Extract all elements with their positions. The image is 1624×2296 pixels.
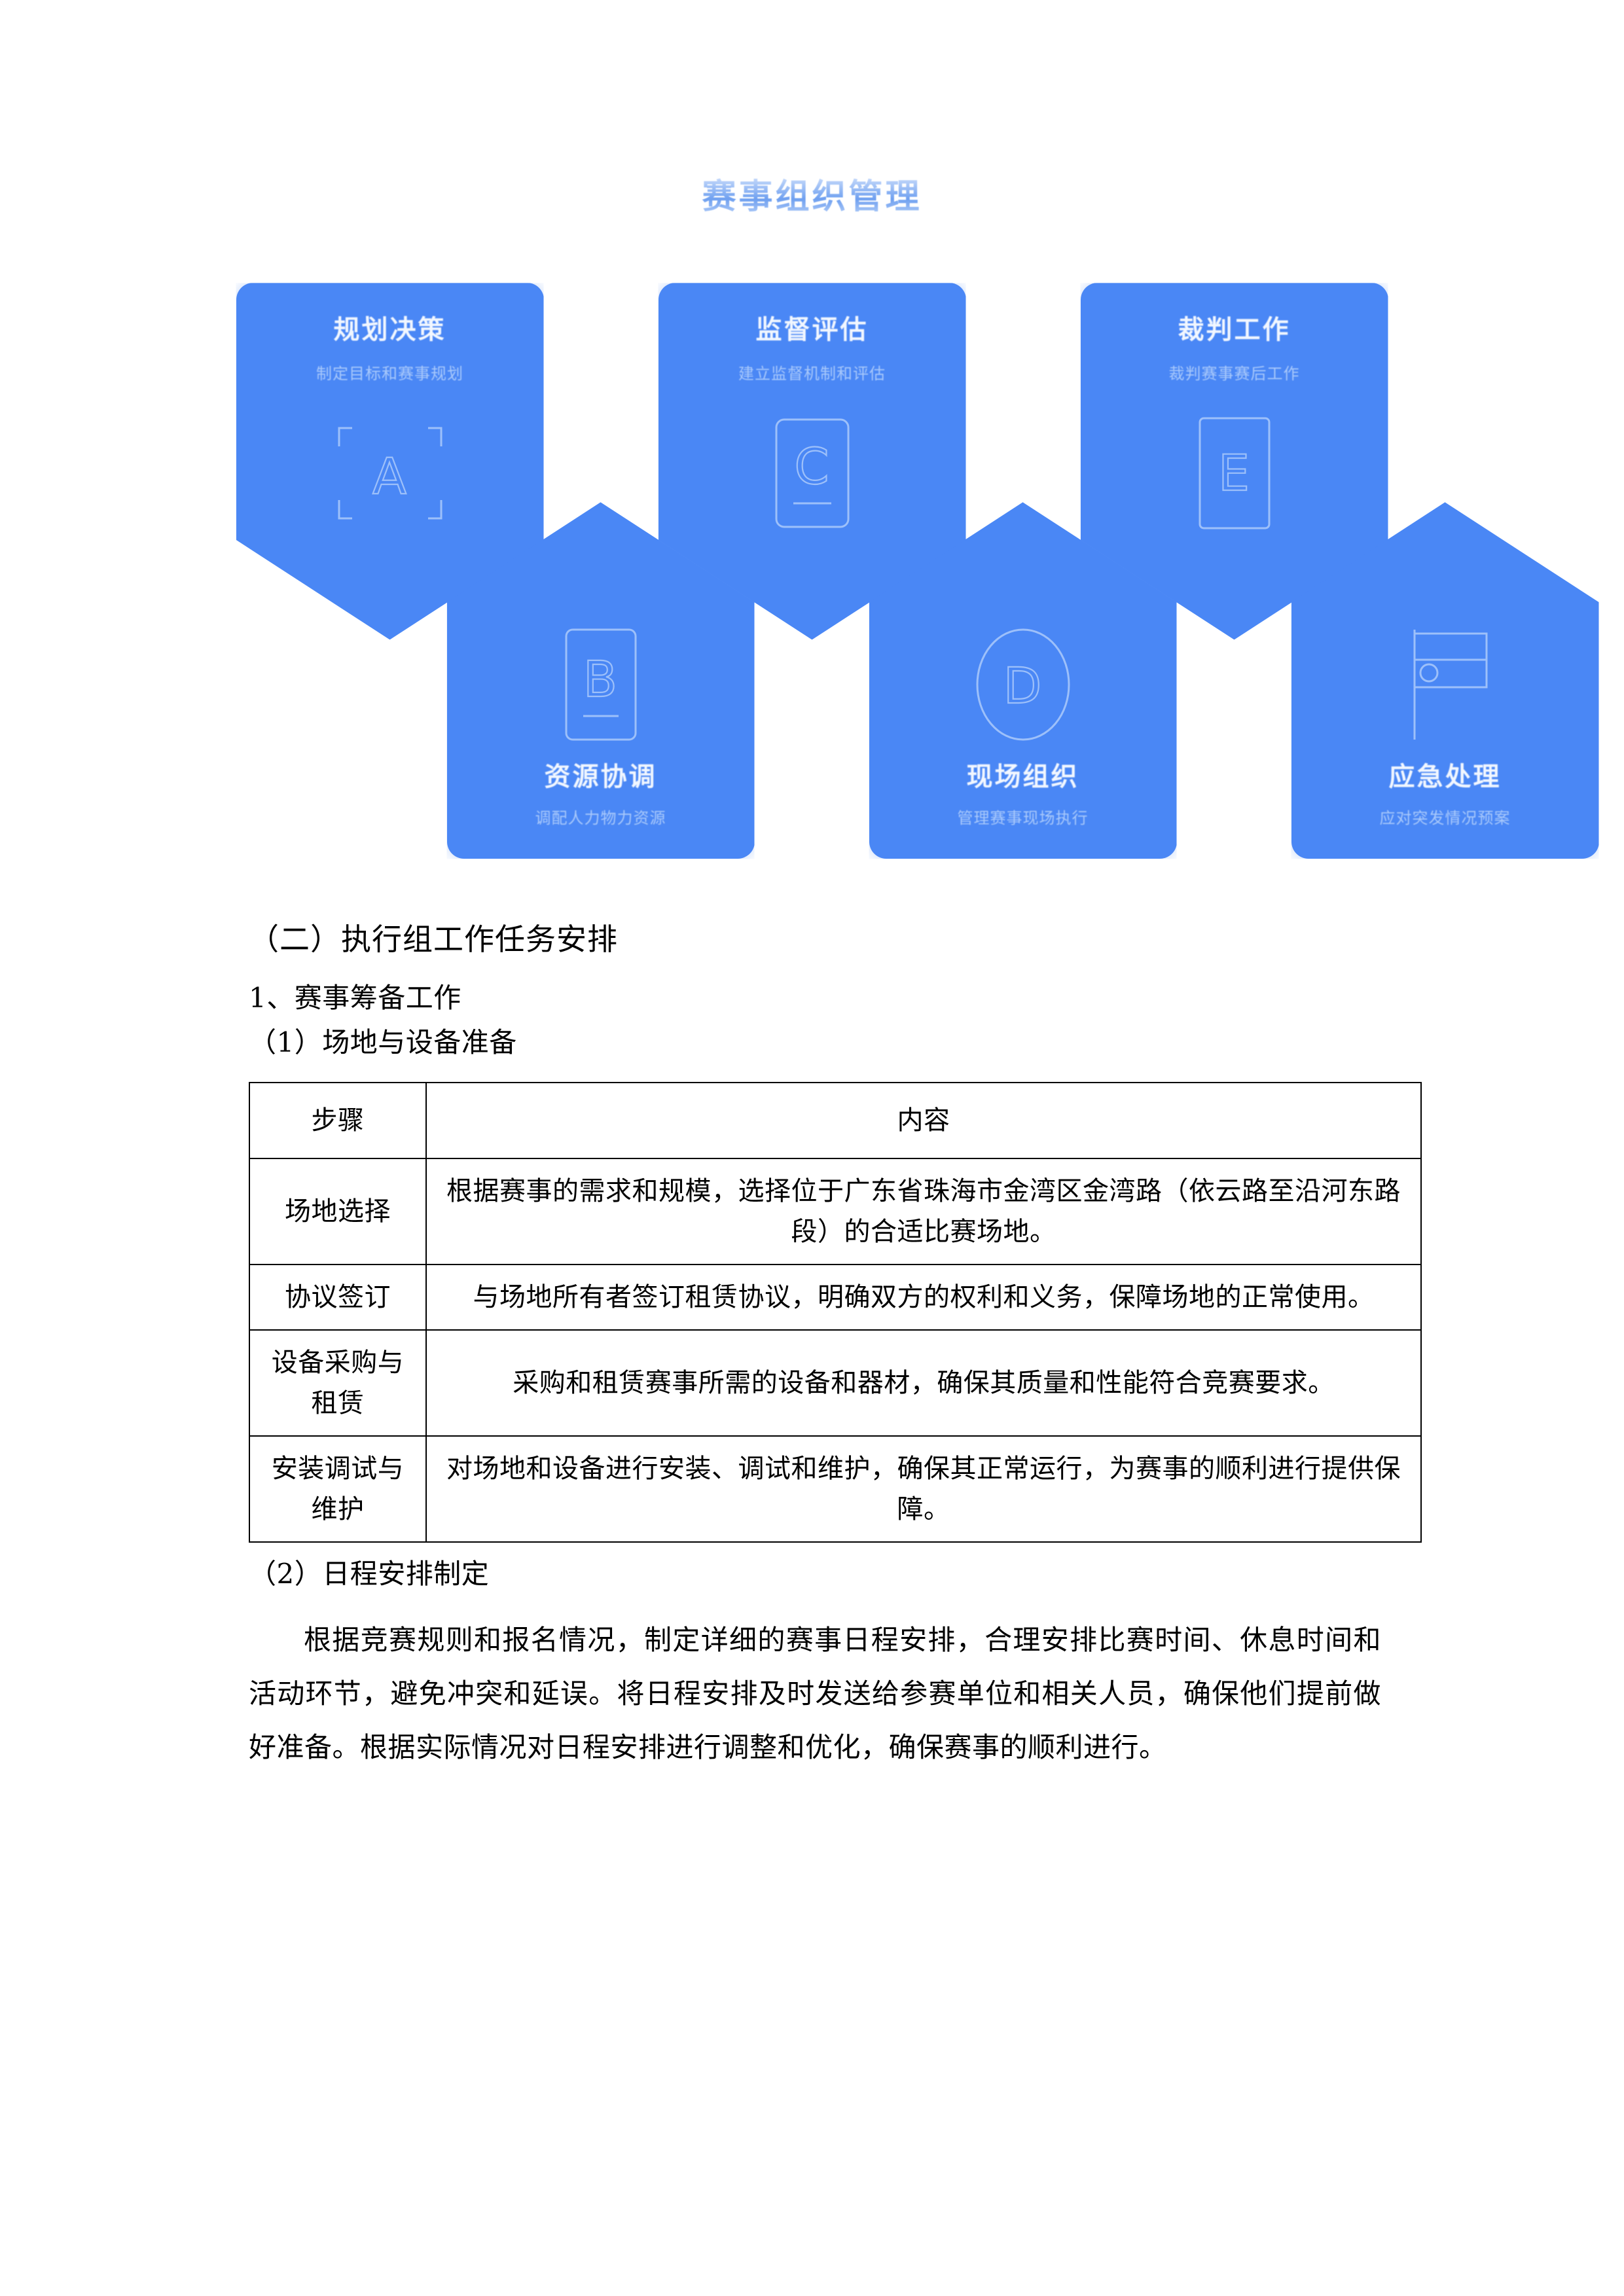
card-subtitle: 应对突发情况预案 <box>1379 809 1511 828</box>
table-header-step: 步骤 <box>249 1082 427 1160</box>
table-row: 场地选择 根据赛事的需求和规模，选择位于广东省珠海市金湾区金湾路（依云路至沿河东… <box>249 1158 1422 1266</box>
item-heading-2: （2）日程安排制定 <box>249 1558 490 1590</box>
card-title: 资源协调 <box>544 762 657 793</box>
svg-text:A: A <box>372 447 408 505</box>
schedule-paragraph: 根据竞赛规则和报名情况，制定详细的赛事日程安排，合理安排比赛时间、休息时间和活动… <box>249 1613 1381 1774</box>
circle-letter-icon: D <box>869 609 1177 760</box>
table-cell-content: 根据赛事的需求和规模，选择位于广东省珠海市金湾区金湾路（依云路至沿河东路段）的合… <box>425 1158 1422 1266</box>
document-body: （二）执行组工作任务安排 1、赛事筹备工作 （1）场地与设备准备 步骤 内容 场… <box>249 916 1422 1774</box>
card-title: 现场组织 <box>966 762 1079 793</box>
table-cell-step: 场地选择 <box>249 1158 427 1266</box>
table-cell-step: 设备采购与租赁 <box>249 1329 427 1437</box>
table-header-row: 步骤 内容 <box>249 1082 1422 1160</box>
card-title: 裁判工作 <box>1178 315 1291 346</box>
infographic-figure: 赛事组织管理 规划决策 制定目标和赛事规划 A 监督评估 <box>0 177 1624 859</box>
table-header-content: 内容 <box>425 1082 1422 1160</box>
item-heading-1: （1）场地与设备准备 <box>249 1026 517 1059</box>
table-cell-step: 安装调试与维护 <box>249 1435 427 1543</box>
rounded-rect-letter-icon: B <box>447 609 755 760</box>
svg-text:B: B <box>583 650 618 708</box>
card-title: 规划决策 <box>333 315 446 346</box>
table-cell-content: 与场地所有者签订租赁协议，明确双方的权利和义务，保障场地的正常使用。 <box>425 1264 1422 1331</box>
venue-equipment-table: 步骤 内容 场地选择 根据赛事的需求和规模，选择位于广东省珠海市金湾区金湾路（依… <box>249 1082 1422 1543</box>
card-subtitle: 建立监督机制和评估 <box>738 365 886 384</box>
table-cell-content: 对场地和设备进行安装、调试和维护，确保其正常运行，为赛事的顺利进行提供保障。 <box>425 1435 1422 1543</box>
card-subtitle: 裁判赛事赛后工作 <box>1168 365 1300 384</box>
table-cell-content: 采购和租赁赛事所需的设备和器材，确保其质量和性能符合竞赛要求。 <box>425 1329 1422 1437</box>
table-row: 协议签订 与场地所有者签订租赁协议，明确双方的权利和义务，保障场地的正常使用。 <box>249 1264 1422 1331</box>
card-subtitle: 制定目标和赛事规划 <box>316 365 463 384</box>
schedule-paragraph-text: 根据竞赛规则和报名情况，制定详细的赛事日程安排，合理安排比赛时间、休息时间和活动… <box>249 1624 1381 1764</box>
svg-text:D: D <box>1003 656 1043 715</box>
bracket-letter-icon: A <box>236 398 544 548</box>
card-subtitle: 调配人力物力资源 <box>535 809 666 828</box>
rect-letter-icon: E <box>1081 398 1388 548</box>
table-cell-step: 协议签订 <box>249 1264 427 1331</box>
table-row: 安装调试与维护 对场地和设备进行安装、调试和维护，确保其正常运行，为赛事的顺利进… <box>249 1435 1422 1543</box>
subsection-heading-1: 1、赛事筹备工作 <box>249 982 461 1014</box>
card-title: 监督评估 <box>755 315 869 346</box>
svg-text:C: C <box>794 437 830 495</box>
table-row: 设备采购与租赁 采购和租赁赛事所需的设备和器材，确保其质量和性能符合竞赛要求。 <box>249 1329 1422 1437</box>
flag-icon <box>1291 609 1599 760</box>
svg-text:E: E <box>1218 444 1250 502</box>
card-title: 应急处理 <box>1388 762 1502 793</box>
card-subtitle: 管理赛事现场执行 <box>957 809 1089 828</box>
section-heading: （二）执行组工作任务安排 <box>249 922 618 957</box>
infographic-title: 赛事组织管理 <box>0 177 1624 217</box>
infographic-cards: 规划决策 制定目标和赛事规划 A 监督评估 建立监督机制和评估 <box>236 283 1599 859</box>
document-letter-icon: C <box>659 398 966 548</box>
